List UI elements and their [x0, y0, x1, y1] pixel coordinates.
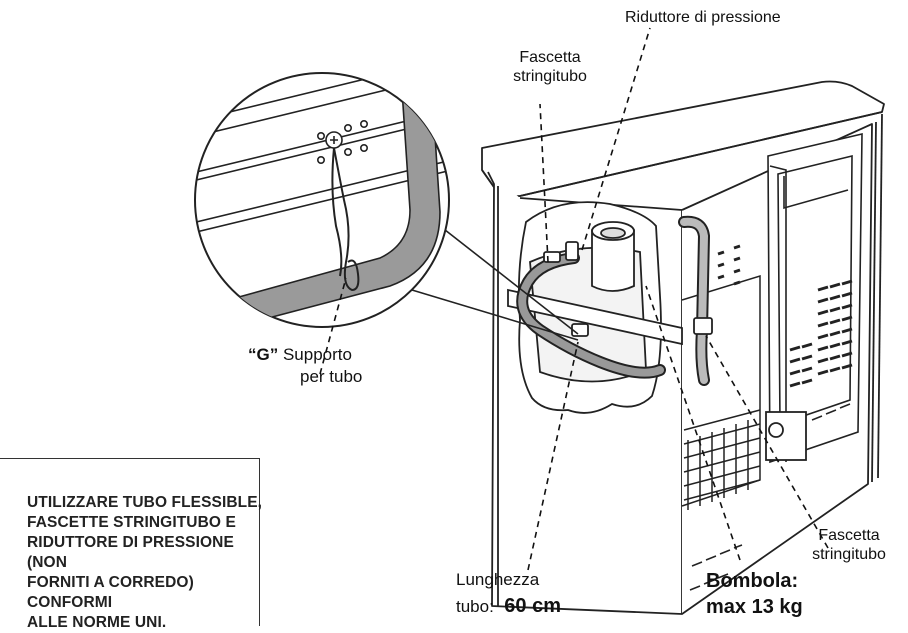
fascetta-right-label: Fascetta stringitubo: [790, 526, 908, 564]
supporto-label: “G” Supporto: [248, 344, 352, 365]
rear-grille: [717, 132, 863, 464]
zoom-beam: [411, 225, 579, 341]
note-line2: FASCETTE STRINGITUBO E: [27, 514, 236, 531]
note-line4: FORNITI A CORREDO) CONFORMI: [27, 574, 194, 611]
note-box: [0, 458, 260, 626]
oven-rack: [681, 274, 851, 591]
hose-clamps: [543, 241, 807, 461]
note-line3: RIDUTTORE DI PRESSIONE (NON: [27, 534, 234, 571]
lunghezza-value: 60 cm: [504, 595, 561, 617]
lunghezza-line2: tubo:: [456, 597, 494, 616]
supporto-line2: per tubo: [300, 367, 363, 386]
note-line1: UTILIZZARE TUBO FLESSIBLE,: [27, 494, 263, 511]
supporto-line1: Supporto: [282, 345, 352, 364]
note-text: UTILIZZARE TUBO FLESSIBLE, FASCETTE STRI…: [27, 493, 272, 633]
detail-circle: [194, 72, 450, 328]
lunghezza-row: tubo: 60 cm: [456, 595, 561, 617]
gas-hose: [516, 215, 711, 386]
fascetta-top-line1: Fascetta: [519, 49, 581, 66]
supporto-g-marker: “G”: [248, 345, 279, 364]
riduttore-label: Riduttore di pressione: [625, 9, 781, 26]
fascetta-right-line2: stringitubo: [812, 546, 886, 563]
fascetta-right-line1: Fascetta: [818, 527, 880, 544]
bombola-line1: Bombola:: [706, 570, 799, 592]
leader-lines: [319, 27, 829, 571]
note-line5: ALLE NORME UNI.: [27, 614, 167, 631]
bombola-line2: max 13 kg: [706, 596, 803, 618]
fascetta-top-label: Fascetta stringitubo: [490, 48, 610, 86]
gas-cylinder-cutaway: [507, 201, 683, 414]
lunghezza-line1: Lunghezza: [456, 570, 540, 589]
fascetta-top-line2: stringitubo: [513, 68, 587, 85]
